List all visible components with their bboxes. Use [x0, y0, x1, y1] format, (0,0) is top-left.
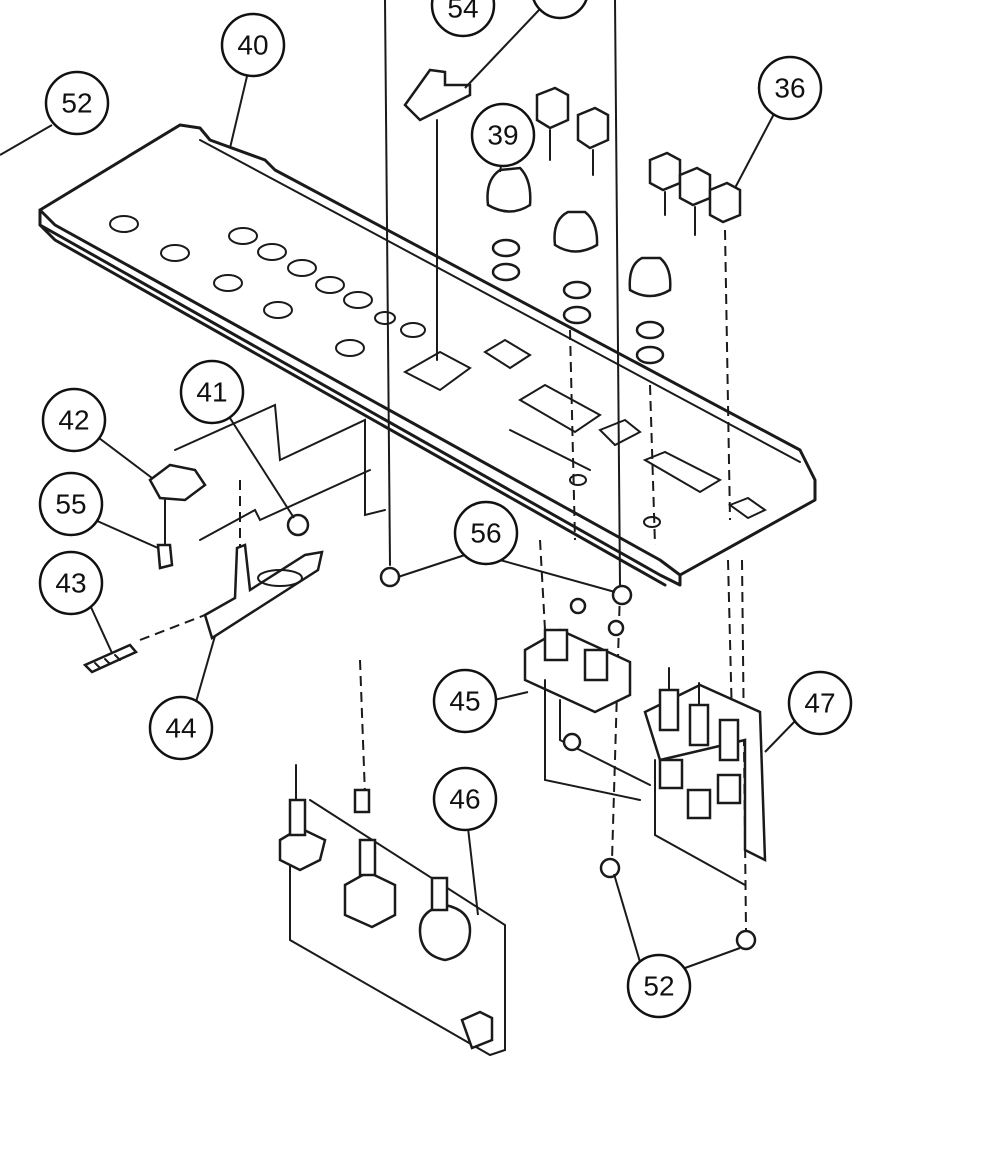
callout-46: 46 — [432, 766, 498, 832]
leader-lines — [0, 9, 799, 969]
switch-board-part-45 — [523, 597, 651, 801]
spring-part-43 — [82, 643, 139, 674]
callout-41: 41 — [179, 359, 245, 425]
callout-label-56: 56 — [470, 518, 501, 549]
callout-45: 45 — [432, 668, 498, 734]
callout-44: 44 — [148, 695, 214, 761]
callout-36: 36 — [757, 55, 823, 121]
screws-part-52-bottom — [599, 857, 757, 951]
callout-55: 55 — [38, 471, 104, 537]
callout-label-41: 41 — [196, 377, 227, 408]
callout-label-36: 36 — [774, 73, 805, 104]
callout-label-42: 42 — [58, 405, 89, 436]
callout-label-52-top: 52 — [61, 88, 92, 119]
callout-label-54: 54 — [447, 0, 478, 24]
callout-label-44: 44 — [165, 713, 196, 744]
callout-label-39: 39 — [487, 120, 518, 151]
callout-label-40: 40 — [237, 30, 268, 61]
callout-label-46: 46 — [449, 784, 480, 815]
callout-54: 54 — [430, 0, 496, 38]
callout-label-43: 43 — [55, 568, 86, 599]
left-small-parts — [148, 403, 386, 570]
callout-label-45: 45 — [449, 686, 480, 717]
pot-board-part-46 — [278, 764, 506, 1057]
callout-52-bottom: 52 — [626, 953, 692, 1019]
callout-47: 47 — [787, 670, 853, 736]
callout-40: 40 — [220, 12, 286, 78]
small-bracket-part-54 — [403, 68, 472, 361]
switch-board-part-47 — [643, 667, 767, 886]
callout-label-55: 55 — [55, 489, 86, 520]
callout-unlabeled-top — [532, 0, 588, 20]
callout-43: 43 — [38, 550, 104, 616]
callout-42: 42 — [41, 387, 107, 453]
callout-label-47: 47 — [804, 688, 835, 719]
chassis-bracket — [38, 123, 817, 587]
plate-part-44 — [139, 480, 324, 641]
callout-56: 56 — [453, 500, 519, 566]
knobs-and-caps — [486, 86, 742, 365]
callout-39: 39 — [470, 102, 536, 168]
callout-52-top: 52 — [44, 70, 110, 136]
callout-label-52-bottom: 52 — [643, 971, 674, 1002]
